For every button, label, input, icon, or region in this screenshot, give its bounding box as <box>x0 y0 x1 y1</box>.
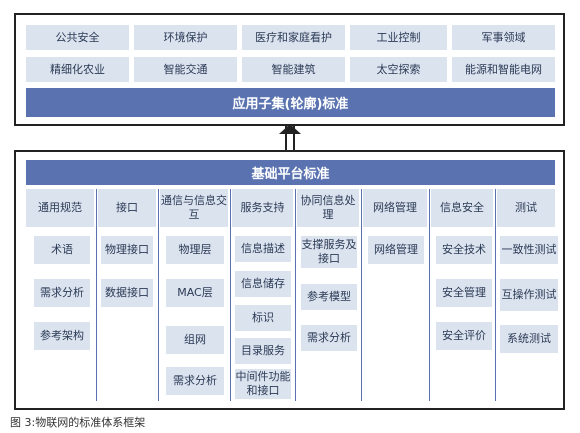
platform-layer-title: 基础平台标准 <box>26 160 555 185</box>
column-header: 通用规范 <box>26 189 94 227</box>
app-item: 医疗和家庭看护 <box>242 25 345 50</box>
figure-caption: 图 3:物联网的标准体系框架 <box>10 416 146 429</box>
column-divider <box>495 189 496 401</box>
column-header: 网络管理 <box>363 189 427 227</box>
column-divider <box>295 189 296 401</box>
standard-item: 一致性测试 <box>500 236 558 264</box>
standard-item: 信息储存 <box>235 271 291 297</box>
standard-item: 网络管理 <box>368 236 424 264</box>
column-header: 服务支持 <box>232 189 293 227</box>
app-item: 环境保护 <box>134 25 237 50</box>
column-header: 接口 <box>98 189 156 227</box>
app-item: 智能交通 <box>134 57 237 82</box>
standard-item: 数据接口 <box>101 279 153 307</box>
column-header: 通信与信息交互 <box>160 189 228 227</box>
standard-item: 术语 <box>34 236 90 264</box>
column-header: 信息安全 <box>431 189 493 227</box>
standard-item: 安全技术 <box>436 236 492 264</box>
standard-item: 系统测试 <box>500 325 558 353</box>
column-divider <box>429 189 430 401</box>
standard-item: MAC层 <box>166 279 224 307</box>
column-divider <box>230 189 231 401</box>
app-item: 能源和智能电网 <box>452 57 555 82</box>
standard-item: 信息描述 <box>235 236 291 262</box>
standard-item: 参考架构 <box>34 322 90 350</box>
standard-item: 安全管理 <box>436 279 492 307</box>
standard-item: 参考模型 <box>301 284 357 310</box>
standard-item: 需求分析 <box>34 279 90 307</box>
standard-item: 支撑服务及接口 <box>301 236 357 268</box>
column-header: 测试 <box>497 189 555 227</box>
app-item: 公共安全 <box>26 25 129 50</box>
app-item: 智能建筑 <box>242 57 345 82</box>
app-item: 工业控制 <box>350 25 447 50</box>
standard-item: 标识 <box>235 305 291 331</box>
standard-item: 物理接口 <box>101 236 153 264</box>
standard-item: 物理层 <box>166 236 224 264</box>
application-layer-title: 应用子集(轮廓)标准 <box>26 88 555 117</box>
standard-item: 需求分析 <box>166 367 224 395</box>
standard-item: 中间件功能和接口 <box>235 369 291 399</box>
standard-item: 目录服务 <box>235 338 291 364</box>
column-divider <box>96 189 97 401</box>
column-divider <box>361 189 362 401</box>
app-item: 精细化农业 <box>26 57 129 82</box>
standard-item: 需求分析 <box>301 325 357 351</box>
standard-item: 互操作测试 <box>500 279 558 311</box>
standard-item: 安全评价 <box>436 322 492 350</box>
standard-item: 组网 <box>166 326 224 354</box>
arrow-head-icon <box>279 124 301 134</box>
column-header: 协同信息处理 <box>297 189 359 227</box>
up-arrow-icon <box>285 126 295 150</box>
column-divider <box>158 189 159 401</box>
app-item: 军事领域 <box>452 25 555 50</box>
app-item: 太空探索 <box>350 57 447 82</box>
